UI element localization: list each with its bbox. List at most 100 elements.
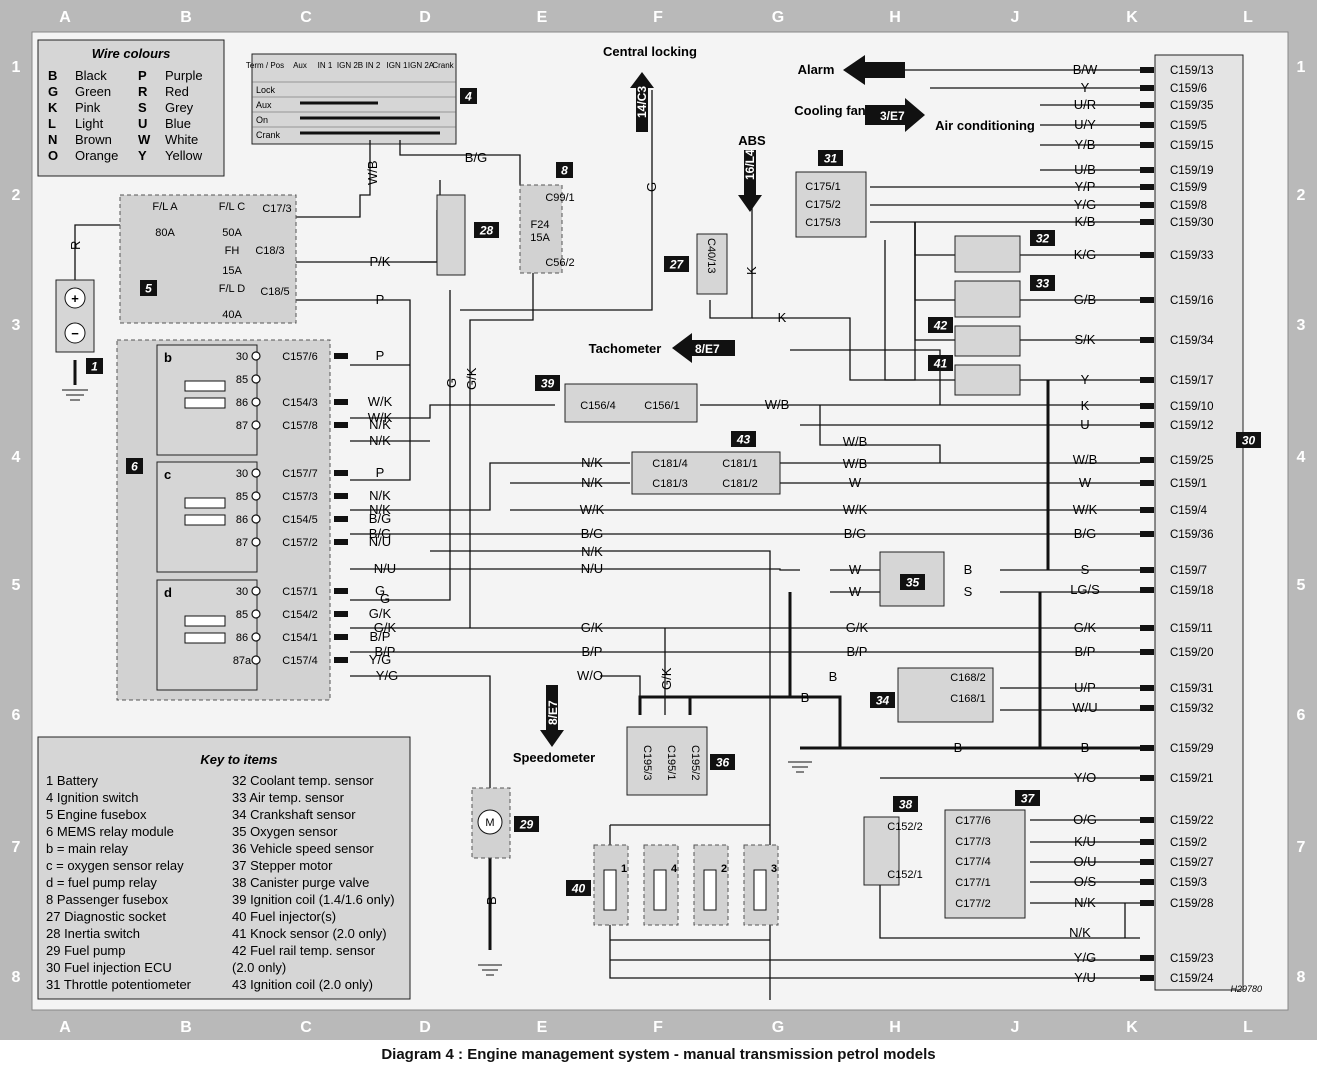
svg-text:80A: 80A — [155, 227, 175, 239]
svg-text:C56/2: C56/2 — [545, 257, 574, 269]
ecu-pin-label: C159/24 — [1170, 973, 1214, 985]
key-item: 34 Crankshaft sensor — [232, 807, 356, 822]
ecu-wire-colour: G/B — [1074, 292, 1096, 307]
item-tag — [870, 692, 895, 708]
relay-resistor-icon — [184, 397, 226, 409]
ignition-header: IN 1 — [318, 61, 333, 70]
ecu-pin-label: C159/5 — [1170, 120, 1207, 132]
ignition-row-label: On — [256, 115, 268, 125]
ecu-pin-label: C159/4 — [1170, 505, 1208, 517]
item-tag-number: 40 — [571, 882, 586, 896]
svg-text:C168/1: C168/1 — [950, 693, 985, 705]
grid-row-label: 5 — [1297, 577, 1306, 594]
wire-colour-name: Light — [75, 116, 104, 131]
ecu-pin-label: C159/2 — [1170, 837, 1207, 849]
relay-terminal: 30 — [236, 351, 248, 363]
wire-colour-code: Y — [138, 148, 147, 163]
grid-row-label: 6 — [1297, 707, 1306, 724]
wire-colour-label: W — [849, 584, 862, 599]
key-item: 41 Knock sensor (2.0 only) — [232, 926, 387, 941]
grid-col-label: C — [300, 9, 312, 26]
ecu-wire-colour: U/B — [1074, 162, 1096, 177]
svg-text:Speedometer: Speedometer — [513, 750, 595, 765]
abs-arrow: ABS 16/L4 — [738, 133, 766, 212]
item-tag — [900, 574, 925, 590]
svg-text:C181/3: C181/3 — [652, 478, 687, 490]
item-tag-number: 36 — [716, 756, 730, 770]
wire-colour-name: Grey — [165, 100, 194, 115]
relay-terminal: 86 — [236, 514, 248, 526]
key-to-items — [37, 736, 411, 1000]
svg-text:C156/4: C156/4 — [580, 400, 615, 412]
relay-wire-colour: N/U — [369, 534, 391, 549]
item-tag — [126, 458, 143, 474]
ecu-wire-colour: B/G — [1074, 526, 1096, 541]
wire-colour-label: B/P — [582, 644, 603, 659]
svg-text:K: K — [778, 310, 787, 325]
wire-colour-label: N/K — [581, 455, 603, 470]
relay-wire-colour: G/K — [369, 606, 392, 621]
ecu-pin-label: C159/21 — [1170, 773, 1213, 785]
svg-text:Alarm: Alarm — [798, 62, 835, 77]
relay-wire-colour: N/K — [369, 488, 391, 503]
svg-text:8/E7: 8/E7 — [695, 342, 720, 356]
ecu-wire-colour: O/S — [1074, 874, 1097, 889]
ecu-wire-colour: W/B — [1073, 452, 1098, 467]
relay-terminal: 30 — [236, 586, 248, 598]
key-item: 28 Inertia switch — [46, 926, 140, 941]
relay-terminal: 85 — [236, 609, 248, 621]
item-tag — [140, 280, 157, 296]
ecu-pin-label: C159/28 — [1170, 898, 1213, 910]
key-heading: Key to items — [200, 752, 277, 767]
ignition-header: IGN 2B — [337, 61, 363, 70]
ecu-pin-label: C159/11 — [1170, 623, 1213, 635]
relay-coil-icon — [184, 497, 226, 509]
svg-text:15A: 15A — [530, 232, 550, 244]
grid-col-label: J — [1011, 1019, 1020, 1036]
wire-colour-name: Orange — [75, 148, 118, 163]
grid-col-label: E — [537, 1019, 548, 1036]
wire-colour-label: W/K — [368, 410, 393, 425]
relay-letter: b — [164, 350, 172, 365]
item-tag — [928, 317, 953, 333]
relay-terminal: 30 — [236, 468, 248, 480]
svg-text:Cooling fan: Cooling fan — [794, 103, 866, 118]
injector-number: 4 — [671, 863, 678, 875]
ignition-header: Aux — [293, 61, 307, 70]
ecu-wire-colour: O/U — [1073, 854, 1096, 869]
relay-coil-icon — [184, 380, 226, 392]
wire-colour-label: B/G — [369, 526, 391, 541]
svg-text:C195/2: C195/2 — [689, 745, 701, 780]
wire-colour-label: W — [849, 562, 862, 577]
injector-number: 2 — [721, 863, 727, 875]
svg-text:G/K: G/K — [464, 367, 479, 390]
ignition-header: IGN 2A — [408, 61, 435, 70]
ecu-wire-colour: O/G — [1073, 812, 1097, 827]
wire-colour-name: Purple — [165, 68, 203, 83]
relay-connector: C157/1 — [282, 586, 317, 598]
grid-row-label: 5 — [12, 577, 21, 594]
svg-text:B/G: B/G — [465, 150, 487, 165]
battery-positive-icon — [64, 287, 86, 309]
relay-letter: c — [164, 467, 171, 482]
air-temp-sensor — [954, 280, 1021, 318]
relay-wire-colour: P — [376, 348, 385, 363]
ecu-pin-label: C159/23 — [1170, 953, 1213, 965]
ecu-pin-label: C159/9 — [1170, 182, 1207, 194]
item-tag-number: 29 — [519, 818, 534, 832]
svg-text:C177/1: C177/1 — [955, 877, 990, 889]
wire-colour-label: N/K — [581, 475, 603, 490]
relay-connector: C157/6 — [282, 351, 317, 363]
crankshaft-sensor — [897, 667, 994, 723]
ecu-pin-label: C159/27 — [1170, 857, 1213, 869]
motor-icon — [477, 809, 503, 835]
key-item: 31 Throttle potentiometer — [46, 977, 192, 992]
item-tag — [535, 375, 560, 391]
wire-colour-label: N/K — [369, 502, 391, 517]
item-tag — [460, 88, 477, 104]
wire-colour-label: W/B — [843, 434, 868, 449]
item-tag — [474, 222, 499, 238]
svg-text:C177/6: C177/6 — [955, 815, 990, 827]
ecu-pin-label: C159/19 — [1170, 165, 1213, 177]
wire-colour-label: B — [964, 562, 973, 577]
